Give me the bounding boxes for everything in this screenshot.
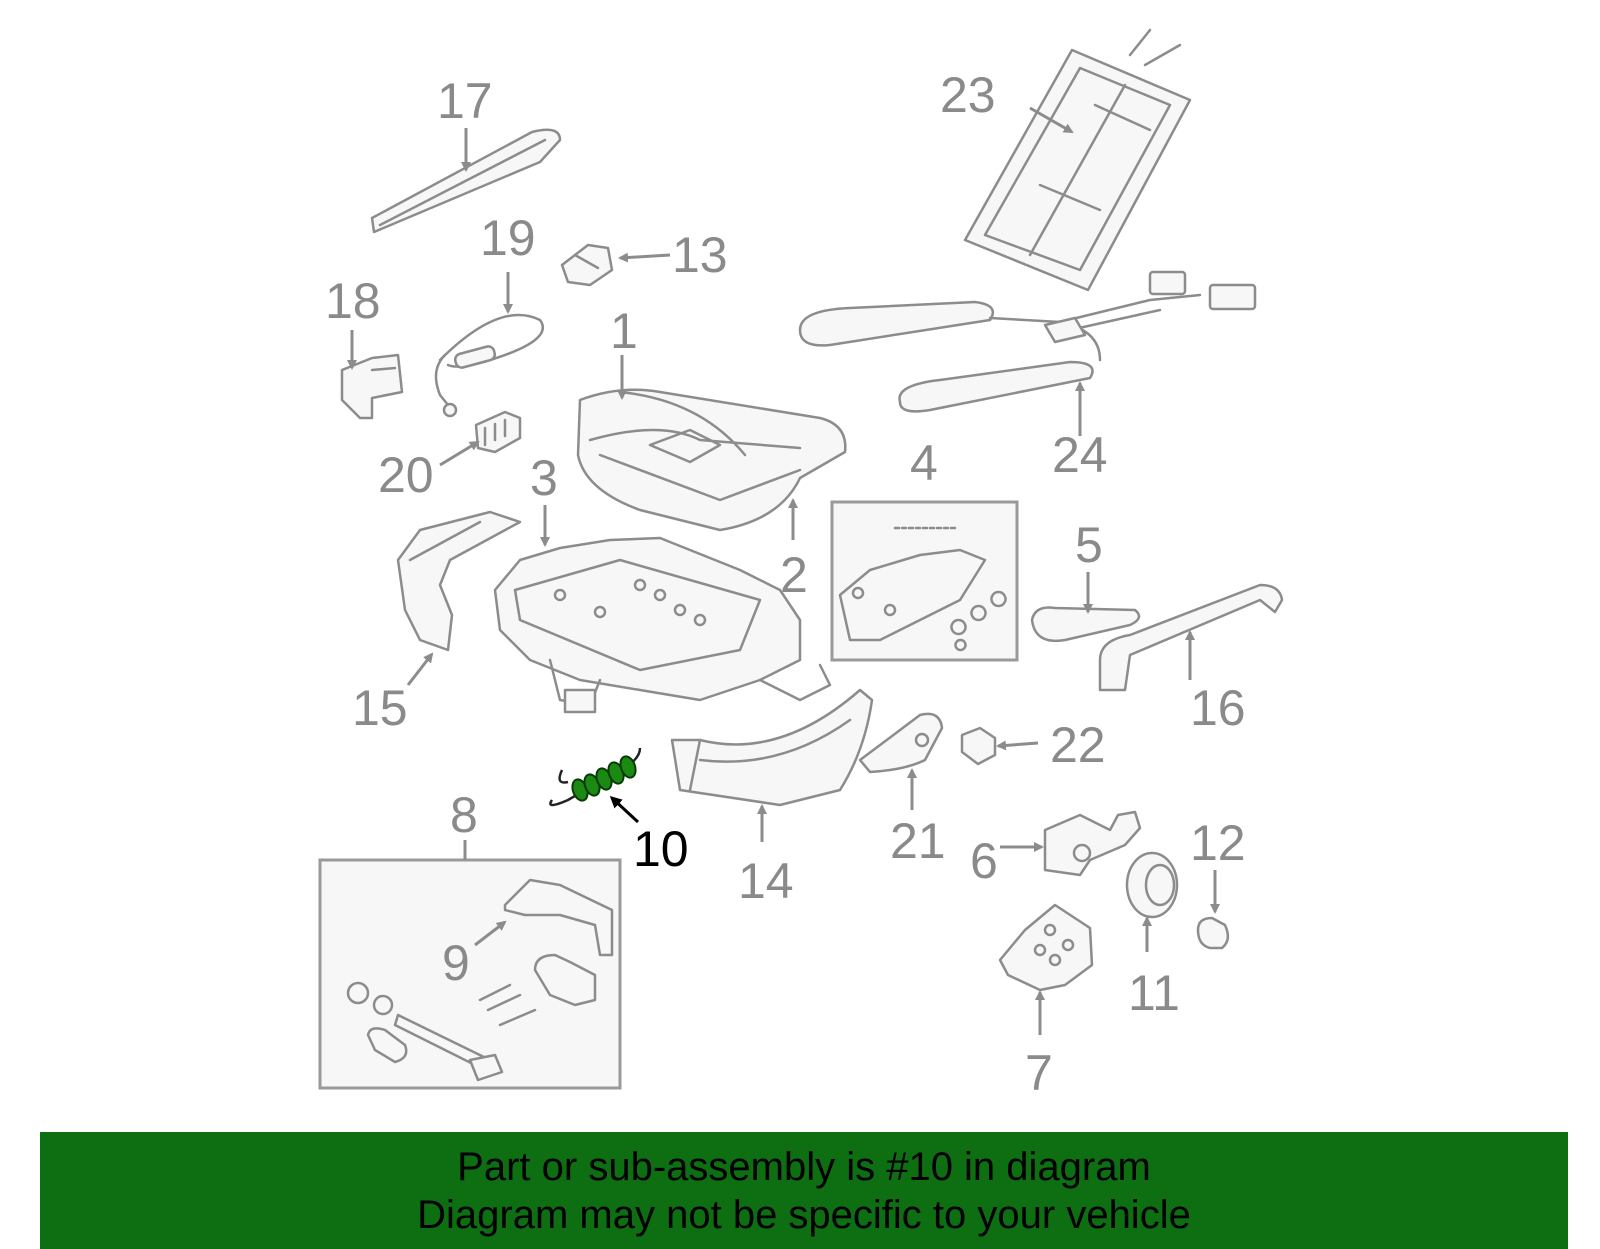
part-24-heater-wiring[interactable] [798, 270, 1257, 413]
part-6-motor[interactable] [1043, 810, 1142, 877]
part-14-front-trim[interactable] [670, 688, 874, 807]
part-13-clip[interactable] [560, 243, 614, 287]
part-18-bracket[interactable] [340, 353, 404, 420]
callout-19: 19 [480, 210, 536, 266]
callout-13: 13 [672, 227, 728, 283]
part-3-seat-frame[interactable] [493, 536, 832, 714]
callout-9: 9 [442, 935, 470, 991]
leader-lines [347, 106, 1220, 1035]
part-11-gear[interactable] [1125, 851, 1179, 919]
part-22-knob[interactable] [960, 726, 997, 766]
part-17-trim-strip[interactable] [370, 128, 562, 234]
callout-numbers: 17 19 18 20 13 1 3 2 23 24 4 5 16 15 22 … [325, 67, 1246, 1101]
banner-line-2: Diagram may not be specific to your vehi… [417, 1192, 1191, 1237]
part-5-trim[interactable] [1030, 606, 1141, 643]
part-7-adjuster[interactable] [998, 903, 1094, 992]
callout-12: 12 [1190, 815, 1246, 871]
callout-3: 3 [530, 450, 558, 506]
callout-11: 11 [1128, 965, 1180, 1021]
callout-8: 8 [450, 787, 478, 843]
banner-line-1: Part or sub-assembly is #10 in diagram [457, 1144, 1151, 1189]
callout-1: 1 [610, 303, 638, 359]
part-4-box[interactable] [830, 500, 1019, 662]
callout-22: 22 [1050, 717, 1106, 773]
callout-6: 6 [970, 833, 998, 889]
callout-18: 18 [325, 273, 381, 329]
callout-2: 2 [780, 547, 808, 603]
part-20-connector[interactable] [474, 410, 522, 454]
callout-20: 20 [378, 447, 434, 503]
part-16-outer-trim[interactable] [1098, 583, 1284, 692]
part-10-spring[interactable] [549, 747, 642, 807]
part-12-bushing[interactable] [1196, 916, 1230, 950]
part-23-backrest-mat[interactable] [963, 28, 1192, 292]
part-15-side-trim[interactable] [396, 510, 522, 652]
part-9-lever[interactable] [503, 878, 614, 957]
part-8-box[interactable] [318, 858, 622, 1090]
callout-16: 16 [1190, 680, 1246, 736]
part-1-seat-cushion[interactable] [576, 388, 847, 532]
callout-15: 15 [352, 680, 408, 736]
callout-17: 17 [437, 73, 493, 129]
spring-coils [571, 755, 637, 802]
callout-23: 23 [940, 67, 996, 123]
callout-4: 4 [910, 435, 938, 491]
callout-7: 7 [1025, 1045, 1053, 1101]
callout-24: 24 [1052, 427, 1108, 483]
callout-21: 21 [890, 813, 946, 869]
callout-10: 10 [633, 821, 689, 877]
callout-14: 14 [738, 853, 794, 909]
part-19-cable[interactable] [434, 313, 545, 418]
info-banner: Part or sub-assembly is #10 in diagram D… [40, 1132, 1568, 1249]
part-21-bracket[interactable] [858, 712, 944, 774]
callout-5: 5 [1075, 517, 1103, 573]
